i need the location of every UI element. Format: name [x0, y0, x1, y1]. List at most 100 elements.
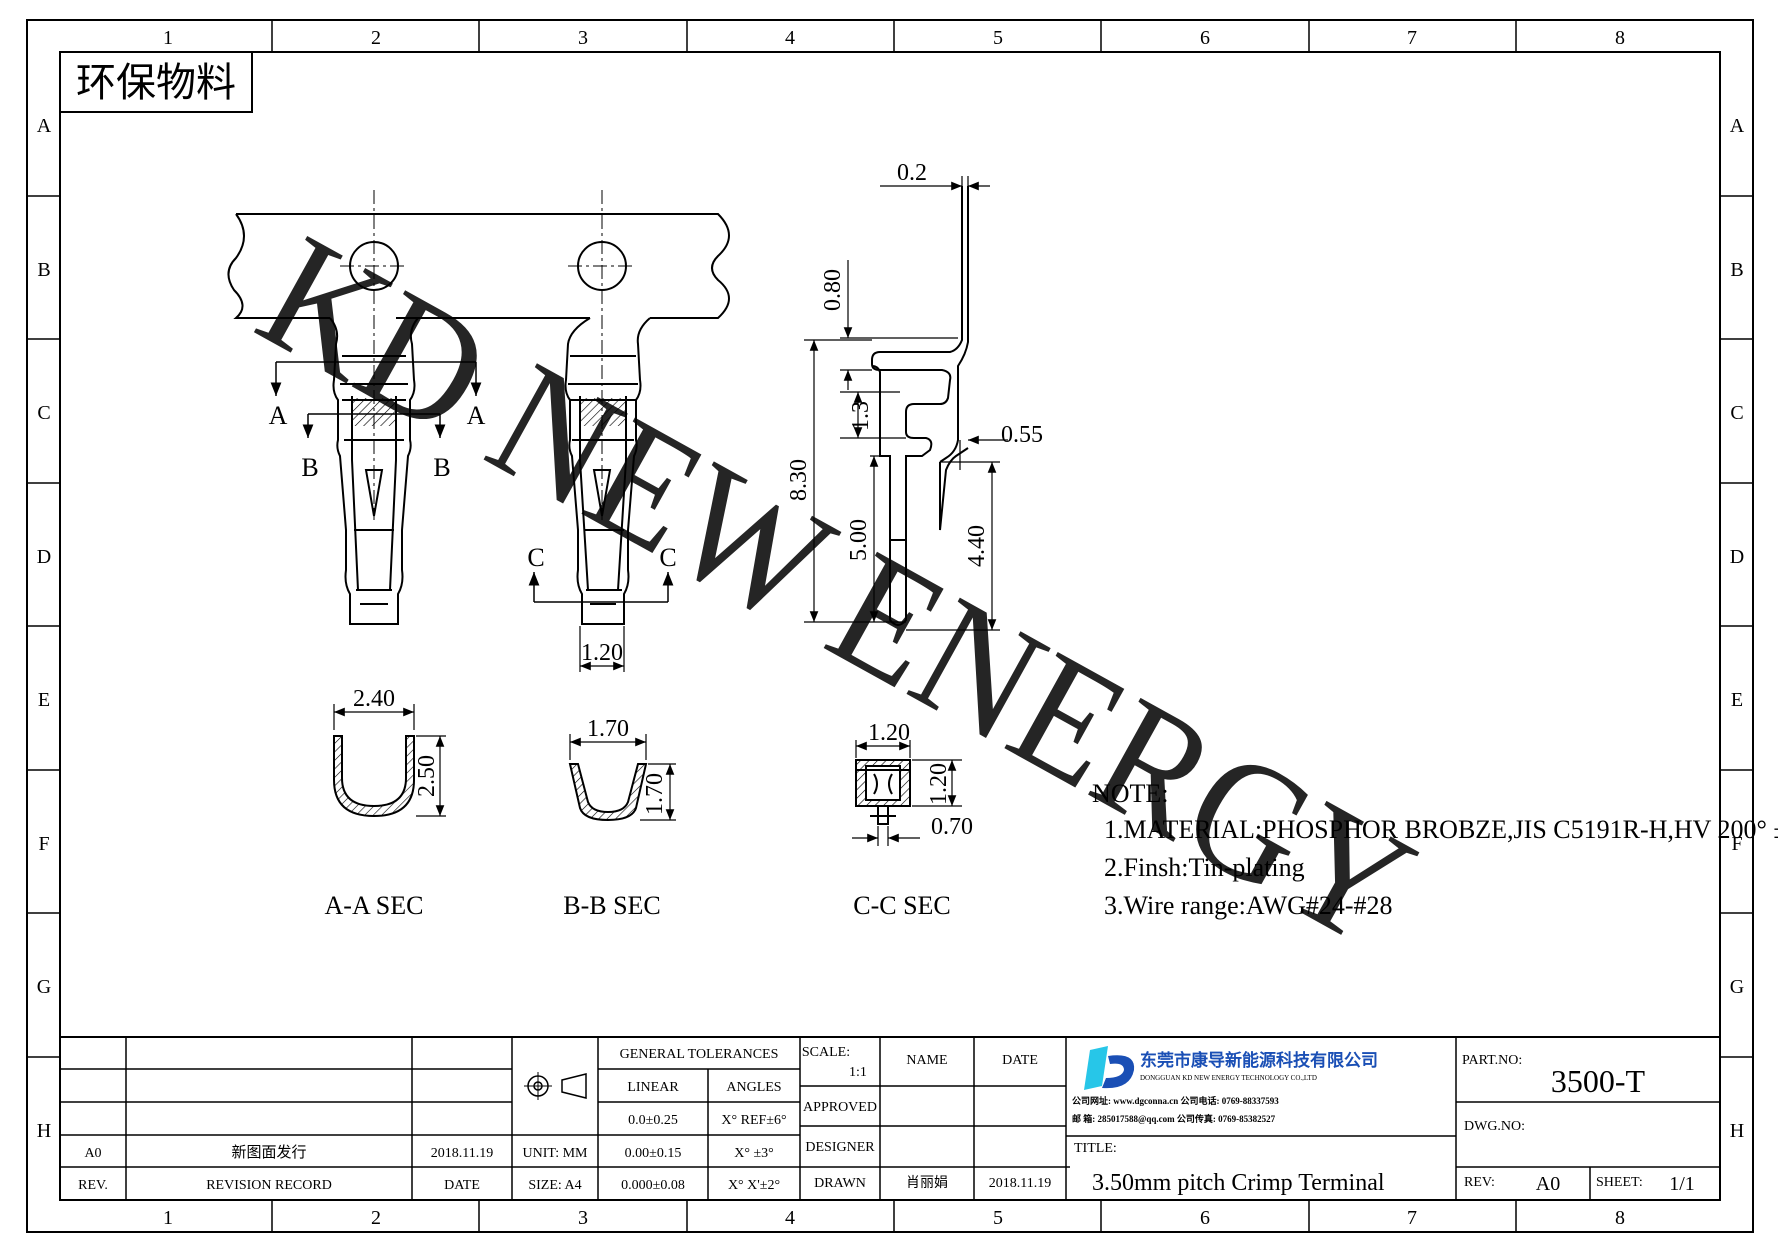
tol-linear-1: 0.0±0.25 — [628, 1113, 678, 1128]
dim-barrel-gap: 1.3 — [848, 401, 874, 431]
sheet-value: 1/1 — [1669, 1173, 1695, 1195]
tol-angle-3: X° X'±2° — [728, 1178, 780, 1193]
date-header: DATE — [444, 1178, 480, 1193]
eco-material-text: 环保物料 — [76, 60, 236, 106]
row-label-left-d: D — [37, 546, 51, 568]
col-label-bottom-5: 5 — [993, 1207, 1003, 1229]
row-label-left-c: C — [37, 402, 50, 424]
terminal-front-view-1 — [329, 317, 419, 625]
front-width-dimension — [579, 626, 625, 672]
col-label-bottom-1: 1 — [163, 1207, 173, 1229]
dim-total-length: 8.30 — [786, 459, 812, 501]
dwg-no-label: DWG.NO: — [1464, 1119, 1525, 1134]
row-label-right-d: D — [1730, 546, 1744, 568]
center-lines — [340, 190, 636, 520]
section-marker-a-right: A — [467, 401, 486, 430]
record-header: REVISION RECORD — [206, 1178, 332, 1193]
rev-header: REV. — [78, 1178, 108, 1193]
section-label-aa: A-A SEC — [325, 891, 424, 920]
tol-angle-1: X° REF±6° — [721, 1113, 786, 1128]
dim-thickness: 0.2 — [897, 160, 927, 186]
section-marker-b-right: B — [433, 453, 450, 482]
approved-label: APPROVED — [803, 1100, 877, 1115]
name-header: NAME — [906, 1053, 947, 1068]
dim-lance-offset: 0.55 — [1001, 422, 1043, 448]
section-cut-lines — [270, 361, 674, 603]
dim-cc-height: 1.20 — [926, 763, 952, 805]
section-aa — [333, 704, 446, 818]
general-tolerances: GENERAL TOLERANCES — [620, 1047, 779, 1062]
row-label-left-a: A — [37, 115, 52, 137]
rev-row-date: 2018.11.19 — [431, 1146, 493, 1161]
drawing-title: 3.50mm pitch Crimp Terminal — [1092, 1170, 1385, 1196]
drawing-border — [26, 19, 1754, 1233]
col-label-top-8: 8 — [1615, 27, 1625, 49]
tol-angle-2: X° ±3° — [734, 1146, 774, 1161]
company-contact-1: 公司网址: www.dgconna.cn 公司电话: 0769-88337593 — [1072, 1095, 1279, 1106]
designer-label: DESIGNER — [805, 1140, 875, 1155]
row-label-right-a: A — [1730, 115, 1745, 137]
row-label-right-g: G — [1730, 976, 1744, 998]
drawn-date: 2018.11.19 — [989, 1176, 1051, 1191]
company-info: 东莞市康导新能源科技有限公司 DONGGUAN KD NEW ENERGY TE… — [1072, 1050, 1378, 1124]
rev-value: A0 — [1536, 1173, 1560, 1195]
section-bb — [568, 734, 676, 822]
part-no-label: PART.NO: — [1462, 1053, 1522, 1068]
drawn-label: DRAWN — [814, 1176, 866, 1191]
dim-lance-length: 4.40 — [964, 525, 990, 567]
col-label-top-5: 5 — [993, 27, 1003, 49]
section-label-bb: B-B SEC — [563, 891, 661, 920]
title-block-right-text: TITLE: 3.50mm pitch Crimp Terminal PART.… — [1074, 1053, 1695, 1196]
row-label-left-b: B — [37, 259, 50, 281]
section-markers: A A B B C C — [269, 401, 677, 572]
note-1: 1.MATERIAL:PHOSPHOR BROBZE,JIS C5191R-H,… — [1104, 815, 1778, 844]
col-label-top-1: 1 — [163, 27, 173, 49]
dim-bb-height: 1.70 — [642, 773, 668, 815]
col-label-top-6: 6 — [1200, 27, 1210, 49]
unit-label: UNIT: MM — [522, 1146, 588, 1161]
notes-title: NOTE: — [1092, 779, 1169, 808]
row-label-left-g: G — [37, 976, 51, 998]
section-cc — [852, 740, 962, 846]
terminal-front-view-2 — [564, 317, 651, 625]
title-label: TITLE: — [1074, 1141, 1117, 1156]
dim-pin-length: 5.00 — [846, 519, 872, 561]
col-label-top-7: 7 — [1407, 27, 1417, 49]
rev-row-rev: A0 — [84, 1146, 101, 1161]
dim-bb-width: 1.70 — [587, 716, 629, 742]
dim-cc-tab: 0.70 — [931, 814, 973, 840]
section-marker-b-left: B — [301, 453, 318, 482]
grid-labels: 1 2 3 4 5 6 7 8 1 2 3 4 5 6 7 8 A B C D … — [37, 27, 1745, 1229]
dim-aa-height: 2.50 — [414, 755, 440, 797]
size-label: SIZE: A4 — [528, 1178, 581, 1193]
col-label-bottom-7: 7 — [1407, 1207, 1417, 1229]
dim-tab-height: 0.80 — [820, 269, 846, 311]
row-label-left-e: E — [38, 689, 50, 711]
notes: NOTE: 1.MATERIAL:PHOSPHOR BROBZE,JIS C51… — [1092, 779, 1778, 920]
company-name-cn: 东莞市康导新能源科技有限公司 — [1140, 1050, 1378, 1070]
note-2: 2.Finsh:Tin-plating — [1104, 853, 1305, 882]
date-col-header: DATE — [1002, 1053, 1038, 1068]
col-label-bottom-6: 6 — [1200, 1207, 1210, 1229]
row-label-right-h: H — [1730, 1120, 1744, 1142]
side-view-dimension-labels: 0.2 0.80 1.3 8.30 5.00 4.40 0.55 — [786, 160, 1043, 567]
row-label-right-b: B — [1730, 259, 1743, 281]
dim-aa-width: 2.40 — [353, 686, 395, 712]
company-logo — [1084, 1046, 1135, 1090]
section-marker-c-left: C — [527, 543, 544, 572]
col-label-top-3: 3 — [578, 27, 588, 49]
rev-label: REV: — [1464, 1175, 1495, 1190]
row-label-right-e: E — [1731, 689, 1743, 711]
projection-symbol-cone — [561, 1073, 587, 1099]
tol-linear-3: 0.000±0.08 — [621, 1178, 685, 1193]
scale-label: SCALE: — [802, 1045, 850, 1060]
scale-value: 1:1 — [849, 1065, 867, 1080]
row-label-right-f: F — [1731, 833, 1742, 855]
col-label-bottom-8: 8 — [1615, 1207, 1625, 1229]
note-3: 3.Wire range:AWG#24-#28 — [1104, 891, 1393, 920]
kd-new-energy-watermark: KD NEW ENERGY — [232, 200, 1442, 983]
title-block-text: A0 新图面发行 2018.11.19 REV. REVISION RECORD… — [78, 1045, 1051, 1193]
dim-cc-width: 1.20 — [868, 720, 910, 746]
title-block — [60, 1036, 1720, 1200]
